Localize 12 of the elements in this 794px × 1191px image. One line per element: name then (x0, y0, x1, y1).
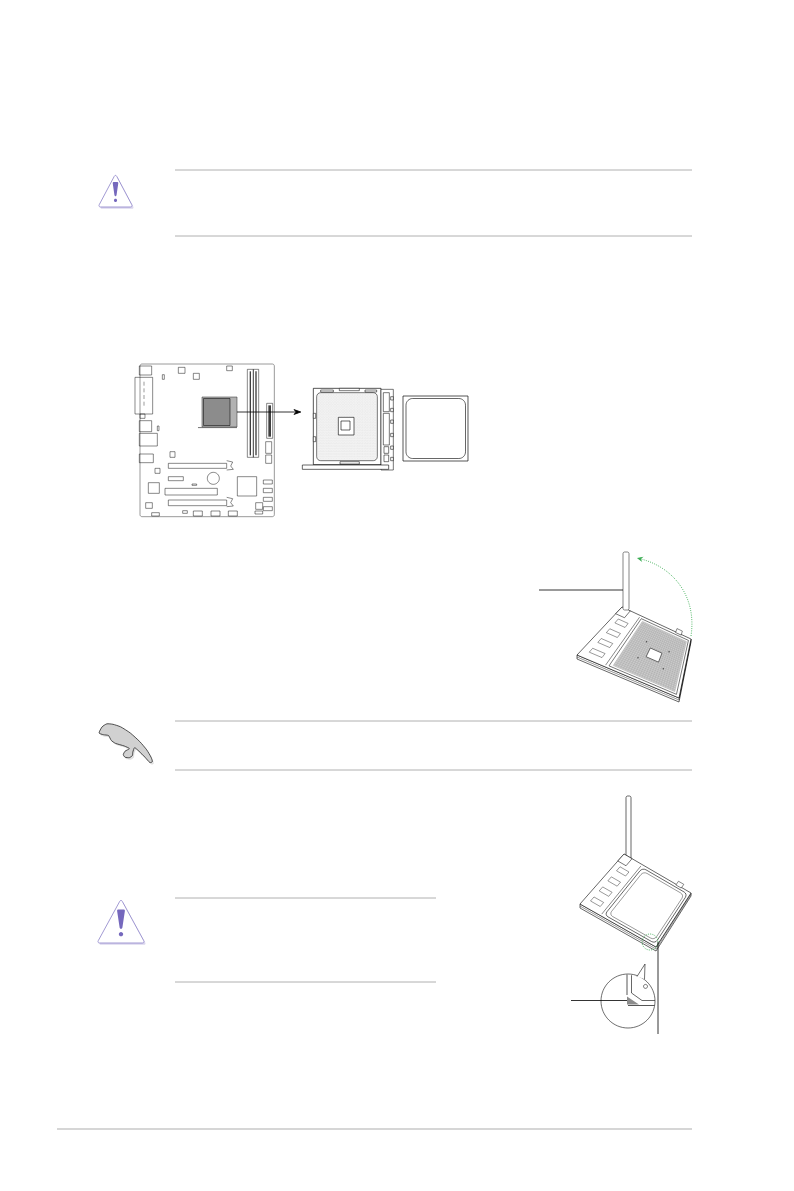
marker-circle (641, 933, 659, 951)
motherboard-illustration (134, 363, 275, 517)
triangle-mark (627, 996, 639, 1005)
cpu-socket (197, 396, 238, 428)
leader-line (570, 1000, 628, 1001)
leader-line (538, 589, 624, 591)
leader-line (657, 941, 659, 1035)
socket-illustration (576, 606, 692, 703)
cpu-in-socket-illustration (579, 795, 692, 952)
magnified-inset (600, 963, 656, 1029)
arrow (236, 409, 302, 415)
socket-illustration (302, 388, 394, 471)
